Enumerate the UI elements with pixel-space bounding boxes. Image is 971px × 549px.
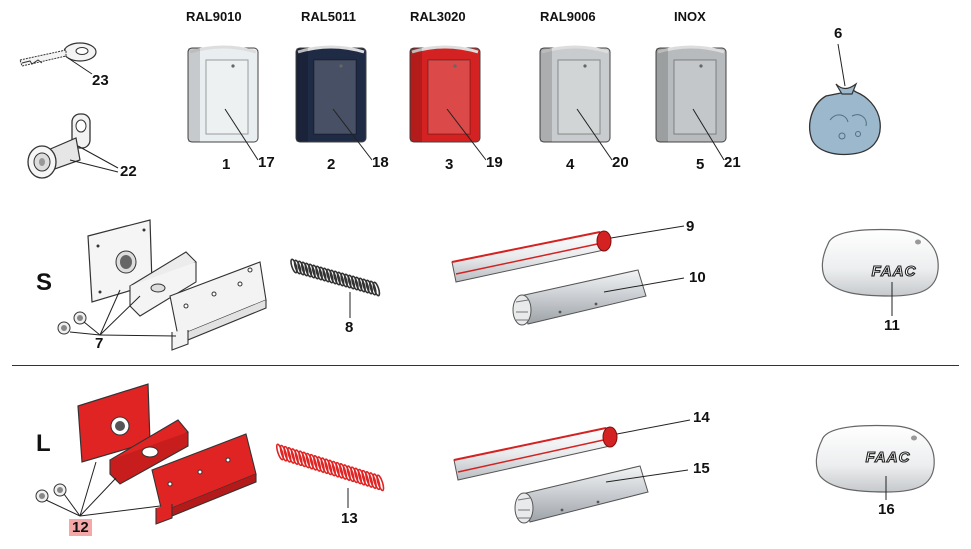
part-number-15: 15 [693,460,710,477]
part-number-1: 1 [222,156,231,173]
part-number-7: 7 [95,335,104,352]
column-housing-ral9010 [187,45,259,161]
finish-inox-label: INOX [674,9,706,24]
large-aluminium-profile [514,465,689,524]
large-spring-part [275,443,385,492]
part-number-16: 16 [878,501,895,518]
small-bracket-kit [57,219,267,351]
section-label-s: S [36,269,53,296]
lock-cylinder-part [27,113,119,179]
part-number-20: 20 [612,154,629,171]
finish-ral5011-label: RAL5011 [301,9,356,24]
part-number-19: 19 [486,154,503,171]
part-number-4: 4 [566,156,575,173]
small-end-cover: FAAC [821,228,939,316]
part-number-11: 11 [884,317,900,334]
part-number-2: 2 [327,156,336,173]
part-number-10: 10 [689,269,706,286]
part-number-23: 23 [92,72,109,89]
hardware-bag-part [809,43,881,156]
small-spring-part [290,258,381,297]
column-housing-inox [655,45,727,161]
part-number-13: 13 [341,510,358,527]
part-number-6: 6 [834,25,843,42]
part-number-5: 5 [696,156,705,173]
small-aluminium-profile [512,269,685,326]
finish-ral3020-label: RAL3020 [410,9,466,24]
column-housings [187,45,727,161]
part-number-14: 14 [693,409,710,426]
faac-logo: FAAC [871,262,917,280]
svg-text:FAAC: FAAC [872,263,917,280]
part-number-22: 22 [120,163,137,180]
finish-ral9010-label: RAL9010 [186,9,242,24]
part-number-8: 8 [345,319,354,336]
small-boom-tube [451,225,685,283]
part-number-3: 3 [445,156,454,173]
large-boom-tube [453,419,691,481]
part-number-18: 18 [372,154,389,171]
key-part [19,42,97,75]
part-number-12: 12 [69,519,92,536]
section-label-l: L [36,430,51,457]
finish-ral9006-label: RAL9006 [540,9,596,24]
section-divider [12,365,959,366]
part-number-21: 21 [724,154,741,171]
svg-text:FAAC: FAAC [866,449,911,466]
column-housing-ral5011 [295,45,373,161]
large-bracket-kit [35,383,257,525]
large-end-cover: FAAC [815,424,935,500]
part-number-17: 17 [258,154,275,171]
faac-logo: FAAC [865,448,911,466]
part-number-9: 9 [686,218,695,235]
column-housing-ral9006 [539,45,613,161]
column-housing-ral3020 [409,45,487,161]
